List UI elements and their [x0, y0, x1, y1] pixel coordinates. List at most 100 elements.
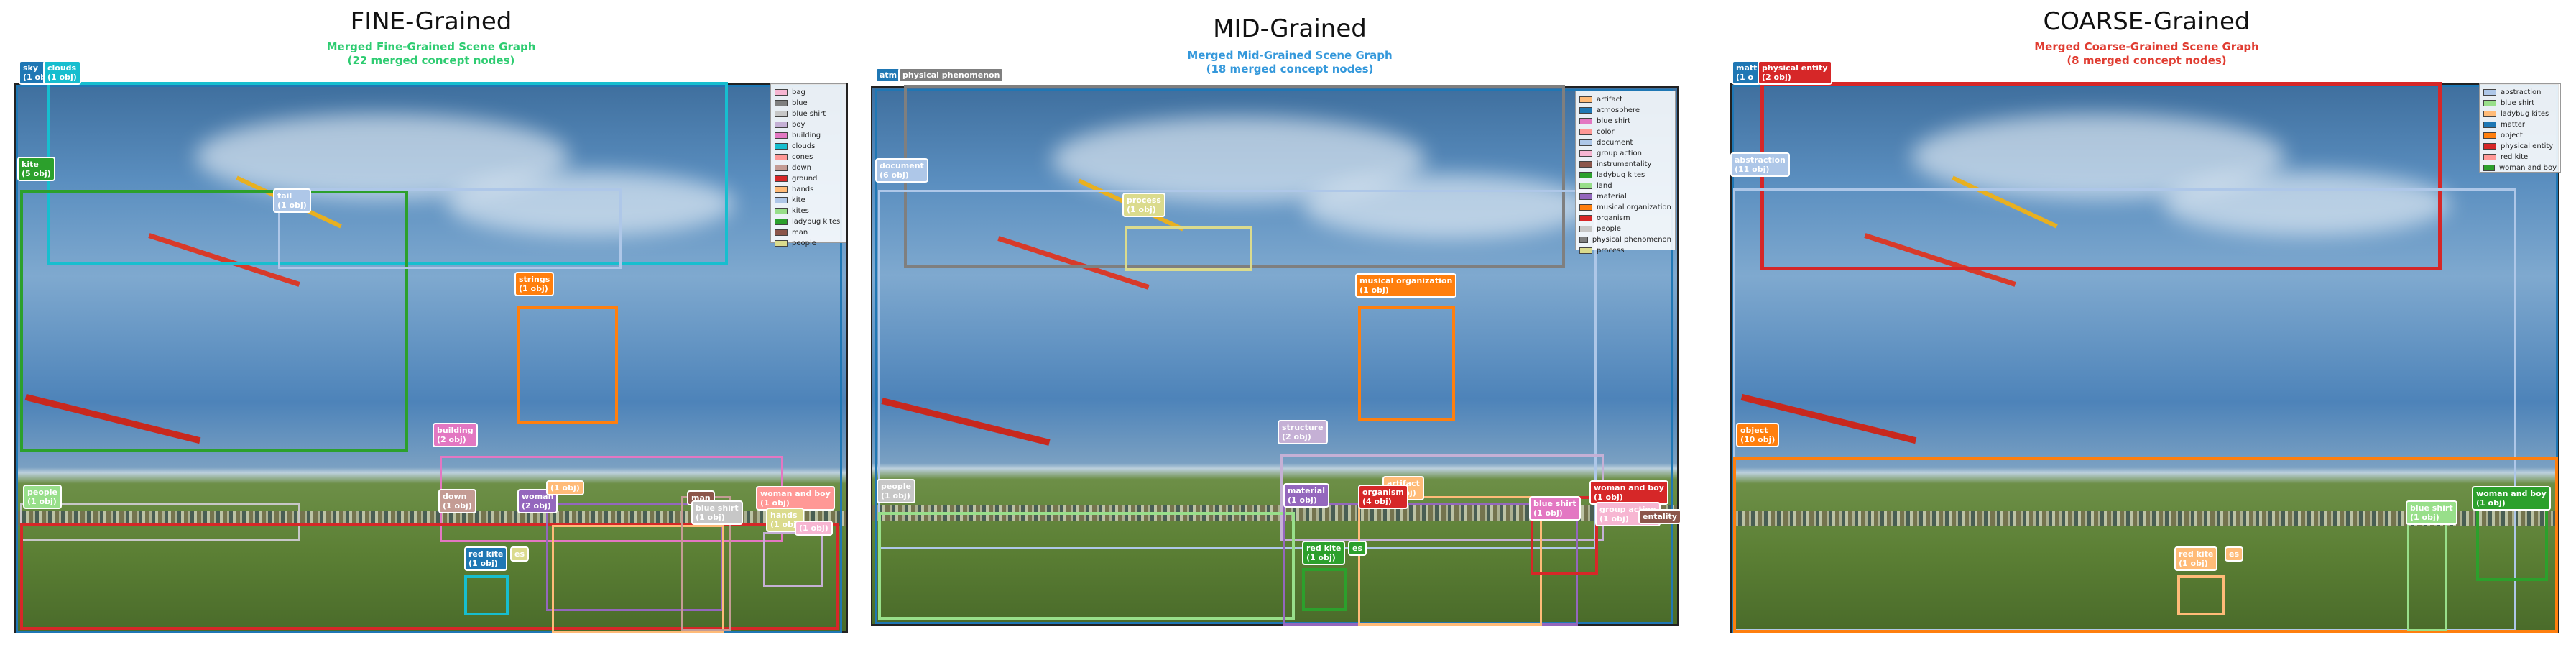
legend-label: blue shirt [1597, 117, 1631, 125]
legend-swatch [1579, 107, 1592, 114]
bbox-sky [16, 85, 842, 633]
node-tag-object: object (10 obj) [1736, 423, 1780, 447]
node-tag-woman: woman (2 obj) [517, 489, 558, 513]
legend-swatch [1579, 237, 1588, 243]
legend-entry: object [2483, 130, 2557, 141]
legend-label: ladybug kites [1597, 171, 1645, 179]
node-tag-clouds: clouds (1 obj) [43, 60, 81, 85]
legend-swatch [1579, 183, 1592, 189]
node-tag-hands: hands (1 obj) [766, 508, 804, 532]
node-tag-ladybug-kites: es [2225, 546, 2244, 562]
legend-swatch [1579, 118, 1592, 124]
coarse-panel: COARSE-Grained Merged Coarse-Grained Sce… [1717, 0, 2576, 650]
legend-entry: organism [1579, 213, 1671, 224]
legend-label: document [1597, 139, 1633, 147]
panel-subtitle: Merged Mid-Grained Scene Graph (18 merge… [1187, 49, 1393, 75]
legend-label: boy [792, 121, 805, 129]
node-tag-matter: matt (1 o [1732, 60, 1762, 85]
legend-entry: ladybug kites [2483, 109, 2557, 119]
node-tag-blue-shirt: blue shirt (1 obj) [691, 500, 743, 525]
legend-label: land [1597, 182, 1612, 190]
legend-entry: blue [775, 98, 842, 109]
legend-swatch [1579, 129, 1592, 135]
legend-entry: kite [775, 195, 842, 206]
legend-label: ladybug kites [792, 218, 841, 226]
bbox-people [20, 503, 300, 541]
legend-entry: physical entity [2483, 141, 2557, 152]
legend-label: kites [792, 207, 809, 215]
legend-swatch [2483, 154, 2496, 160]
legend-swatch [775, 122, 788, 128]
legend-label: musical organization [1597, 203, 1671, 211]
node-tag-people: people (1 obj) [23, 485, 62, 509]
node-tag-woman-and-boy: woman and boy (1 obj) [756, 486, 835, 511]
legend-label: group action [1597, 150, 1643, 157]
legend-label: building [792, 132, 821, 139]
bbox-cones [552, 525, 724, 633]
bbox-tail [278, 188, 622, 269]
legend-entry: building [775, 130, 842, 141]
legend-entry: cones [775, 152, 842, 162]
node-tag-down: down (1 obj) [438, 489, 476, 513]
legend-entry: bag [775, 87, 842, 98]
legend-entry: land [1579, 180, 1671, 191]
legend-label: blue shirt [792, 110, 826, 118]
node-tag-red-kite: red kite (1 obj) [1302, 541, 1346, 565]
node-tag-atmosphere: atm [875, 68, 902, 83]
legend-swatch [2483, 143, 2496, 150]
bbox-red-kite [2177, 575, 2225, 615]
legend-swatch [775, 100, 788, 106]
kite-festival-photo [1730, 83, 2559, 633]
legend-entry: man [775, 227, 842, 238]
legend-swatch [1579, 215, 1592, 221]
legend-entry: abstraction [2483, 87, 2557, 98]
legend-label: process [1597, 247, 1625, 255]
legend-swatch [775, 143, 788, 150]
legend-label: red kite [2501, 153, 2529, 161]
bbox-musical-organization [1358, 306, 1455, 421]
node-tag-kite: kite (5 obj) [17, 157, 55, 181]
node-tag-organism: organism (4 obj) [1358, 485, 1408, 509]
legend-label: people [792, 239, 816, 247]
legend-swatch [775, 89, 788, 96]
legend-swatch [775, 208, 788, 214]
legend-label: material [1597, 193, 1627, 201]
legend-swatch [775, 197, 788, 203]
legend-entry: instrumentality [1579, 159, 1671, 170]
bbox-process [1125, 226, 1252, 271]
legend-label: blue [792, 99, 808, 107]
mid-panel: MID-Grained Merged Mid-Grained Scene Gra… [862, 0, 1717, 650]
legend-swatch [775, 132, 788, 139]
legend-swatch [775, 219, 788, 225]
panel-title: MID-Grained [1213, 14, 1367, 43]
legend-label: bag [792, 88, 805, 96]
bbox-object [1733, 457, 2558, 633]
bbox-ladybug-kites [1302, 568, 1347, 611]
legend-entry: people [1579, 224, 1671, 234]
node-tag-musical-organization: musical organization (1 obj) [1355, 273, 1457, 298]
legend-entry: blue shirt [1579, 116, 1671, 127]
node-tag-structure: structure (2 obj) [1278, 420, 1328, 444]
fine-panel: FINE-Grained Merged Fine-Grained Scene G… [0, 0, 862, 650]
legend-swatch [775, 240, 788, 247]
node-tag-strings: strings (1 obj) [514, 272, 555, 296]
panel-title: FINE-Grained [350, 7, 512, 36]
legend-swatch [1579, 193, 1592, 200]
node-tag-red-kite: red kite (1 obj) [2174, 546, 2218, 571]
legend-swatch [775, 186, 788, 193]
legend-label: woman and boy [2498, 164, 2557, 172]
legend-swatch [2483, 89, 2496, 96]
legend-entry: material [1579, 191, 1671, 202]
legend-swatch [775, 175, 788, 182]
legend-entry: musical organization [1579, 202, 1671, 213]
panel-subtitle: Merged Coarse-Grained Scene Graph (8 mer… [2034, 40, 2259, 67]
legend-entry: artifact [1579, 94, 1671, 105]
legend-entry: ground [775, 173, 842, 184]
bbox-red-kite [464, 575, 509, 615]
legend-swatch [2483, 165, 2495, 171]
node-tag-document: document (6 obj) [875, 158, 928, 183]
panel-title: COARSE-Grained [2043, 7, 2250, 36]
legend-entry: ladybug kites [775, 216, 842, 227]
legend-label: cones [792, 153, 813, 161]
